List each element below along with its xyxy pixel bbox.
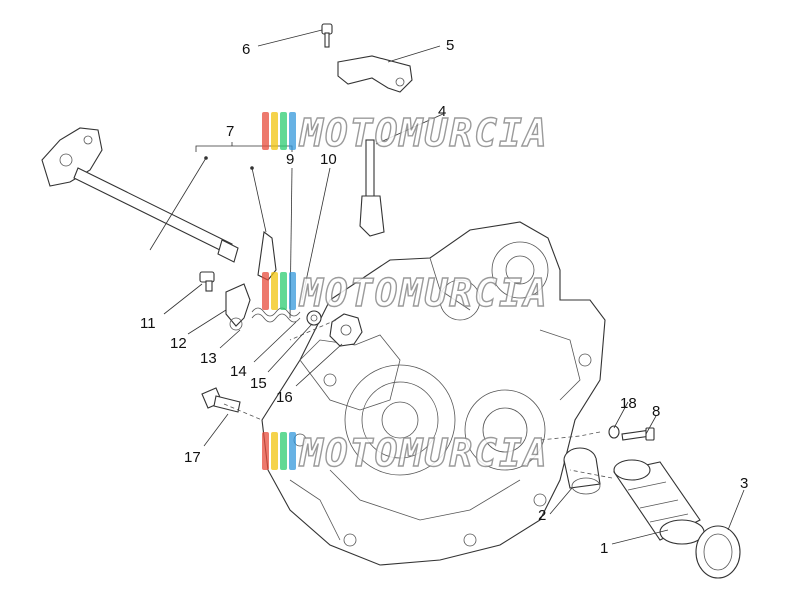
callout-10: 10 xyxy=(320,151,337,168)
watermark-stripe xyxy=(289,112,296,150)
callout-3: 3 xyxy=(740,475,748,492)
watermark-top: MOTOMURCIA xyxy=(262,110,549,156)
callout-6: 6 xyxy=(242,41,250,58)
watermark-text: MOTOMURCIA xyxy=(298,111,549,155)
bushing-2 xyxy=(563,447,601,495)
watermark-stripe xyxy=(280,112,287,150)
watermark-stripe xyxy=(262,112,269,150)
callout-15: 15 xyxy=(250,375,267,392)
callout-14: 14 xyxy=(230,363,247,380)
assembly-dashed-lines xyxy=(223,319,613,479)
callout-numbers: 6 5 4 7 9 10 11 12 13 14 15 16 17 18 8 2… xyxy=(140,37,748,557)
watermark-stripes xyxy=(262,432,296,470)
return-spring xyxy=(251,231,301,323)
callout-7: 7 xyxy=(226,123,234,140)
watermark-text: MOTOMURCIA xyxy=(298,431,549,475)
callout-1: 1 xyxy=(600,540,608,557)
callout-11: 11 xyxy=(140,315,156,332)
stud-17 xyxy=(201,387,241,413)
watermark-stripe xyxy=(280,432,287,470)
crankcase-housing xyxy=(261,221,606,566)
bolt-11 xyxy=(199,271,215,292)
watermark-stripes xyxy=(262,112,296,150)
callout-4: 4 xyxy=(438,103,446,120)
watermark-stripe xyxy=(289,432,296,470)
watermark-bottom: MOTOMURCIA xyxy=(262,430,549,476)
needle-bearing-3 xyxy=(695,525,741,579)
watermark-stripe xyxy=(271,432,278,470)
selector-lever xyxy=(337,55,413,93)
selector-drum-1 xyxy=(613,459,705,545)
callout-12: 12 xyxy=(170,335,187,352)
watermark-text: MOTOMURCIA xyxy=(298,271,549,315)
callout-17: 17 xyxy=(184,449,201,466)
callout-9: 9 xyxy=(286,151,294,168)
washer-15 xyxy=(306,310,322,326)
watermark-stripe xyxy=(280,272,287,310)
callout-2: 2 xyxy=(538,507,546,524)
watermark-middle: MOTOMURCIA xyxy=(262,270,549,316)
watermark-stripe xyxy=(271,272,278,310)
watermark-stripe xyxy=(262,432,269,470)
lever-screw xyxy=(321,23,333,48)
watermark-stripe xyxy=(262,272,269,310)
watermark-stripe xyxy=(271,112,278,150)
watermark-stripe xyxy=(289,272,296,310)
watermark-stripes xyxy=(262,272,296,310)
star-wheel-16 xyxy=(329,313,363,347)
plate-12 xyxy=(225,283,251,331)
selector-rod xyxy=(359,139,385,237)
callout-13: 13 xyxy=(200,350,217,367)
callout-5: 5 xyxy=(446,37,454,54)
gear-shift-shaft xyxy=(41,127,239,263)
washer-18 xyxy=(608,425,620,439)
bolt-8 xyxy=(621,427,655,441)
callout-16: 16 xyxy=(276,389,293,406)
callout-8: 8 xyxy=(652,403,660,420)
callout-18: 18 xyxy=(620,395,637,412)
